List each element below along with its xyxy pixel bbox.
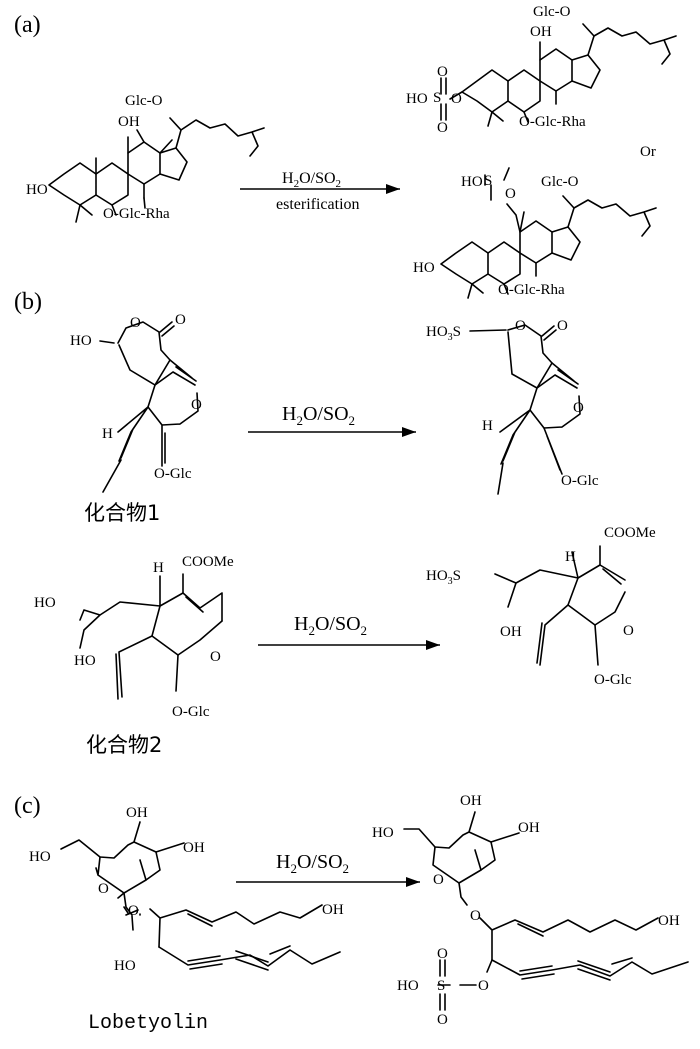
a-p2-glc-o: Glc-O — [541, 174, 579, 190]
a-p1-o-bottom: O — [437, 120, 448, 136]
p1-ho3s: HO3S — [426, 324, 461, 343]
p1-o-carbonyl: O — [557, 318, 568, 334]
compound-2-name: 化合物2 — [86, 733, 162, 757]
a-p2-o: O — [505, 186, 516, 202]
compound-1-name: 化合物1 — [84, 501, 160, 525]
prod-c-ho: HO — [372, 825, 394, 841]
a-p1-oh: OH — [530, 24, 552, 40]
a-p1-o-link: O — [451, 91, 462, 107]
c2-ho2: HO — [74, 653, 96, 669]
p2-glc: O-Glc — [594, 672, 632, 688]
lob-oh1: OH — [126, 805, 148, 821]
c2-o-pyran: O — [210, 649, 221, 665]
a-p2-ho-s: HO — [461, 174, 483, 190]
a-p1-o-top: O — [437, 64, 448, 80]
compound-2-structure — [79, 573, 223, 700]
a-start-ho: HO — [26, 182, 48, 198]
prod-c-oh1: OH — [460, 793, 482, 809]
lobetyolin-name: Lobetyolin — [88, 1012, 208, 1035]
a-p1-ho: HO — [406, 91, 428, 107]
lobetyolin-structure — [60, 821, 341, 971]
p2-coome: COOMe — [604, 525, 656, 541]
p2-h: H — [565, 549, 576, 565]
p2-o-pyran: O — [623, 623, 634, 639]
b1-arrowhead — [402, 427, 416, 437]
prod-c-s: S — [437, 978, 445, 994]
p1-glc: O-Glc — [561, 473, 599, 489]
prod-c-ho-s: HO — [397, 978, 419, 994]
a-p2-ho: HO — [413, 260, 435, 276]
b2-arrowhead — [426, 640, 440, 650]
lob-oh-chain: OH — [322, 902, 344, 918]
a-p1-s: S — [433, 90, 441, 106]
a-p1-glc-o: Glc-O — [533, 4, 571, 20]
panel-b: (b) HO O O H O O-Glc 化合物1 H2O/SO2 — [14, 289, 656, 757]
p1-o-ring: O — [515, 318, 526, 334]
c1-o-ring: O — [130, 315, 141, 331]
panel-a: (a) Glc-O OH HO O-Glc-Rha H2O/SO2 esteri… — [14, 4, 677, 299]
panel-c-label: (c) — [14, 793, 41, 819]
panel-a-label: (a) — [14, 12, 41, 38]
lob-ho-chain: HO — [114, 958, 136, 974]
product-1-structure — [469, 324, 581, 495]
c2-ho1: HO — [34, 595, 56, 611]
b2-reagent: H2O/SO2 — [294, 613, 367, 638]
c-reagent: H2O/SO2 — [276, 851, 349, 876]
p2-oh: OH — [500, 624, 522, 640]
panel-c: (c) OH OH HO O O OH HO Lobetyolin H2O/SO… — [14, 793, 689, 1035]
prod-c-oh2: OH — [518, 820, 540, 836]
a-condition: esterification — [276, 196, 360, 213]
panel-b-label: (b) — [14, 289, 42, 315]
p1-o-pyran: O — [573, 400, 584, 416]
lob-o-link: O — [128, 903, 139, 919]
prod-c-o-bottom: O — [437, 1012, 448, 1028]
c1-o-pyran: O — [191, 397, 202, 413]
a-start-oh: OH — [118, 114, 140, 130]
c2-glc: O-Glc — [172, 704, 210, 720]
lob-o-ring: O — [98, 881, 109, 897]
lob-ho: HO — [29, 849, 51, 865]
a-start-sugar: O-Glc-Rha — [103, 206, 170, 222]
panel-a-reactant — [48, 117, 265, 223]
prod-c-oh-chain: OH — [658, 913, 680, 929]
prod-c-o-link: O — [470, 908, 481, 924]
p1-h: H — [482, 418, 493, 434]
c1-o-carbonyl: O — [175, 312, 186, 328]
c1-glc: O-Glc — [154, 466, 192, 482]
c1-h: H — [102, 426, 113, 442]
a-start-glc-o: Glc-O — [125, 93, 163, 109]
c-arrowhead — [406, 877, 420, 887]
lobetyolin-product-structure — [403, 811, 689, 1011]
compound-1-structure — [99, 321, 199, 493]
product-2-structure — [494, 545, 626, 666]
lob-oh2: OH — [183, 840, 205, 856]
panel-a-product-1 — [440, 23, 677, 127]
p2-ho3s: HO3S — [426, 568, 461, 587]
a-p2-s: S — [484, 173, 492, 189]
prod-c-o-ring: O — [433, 872, 444, 888]
prod-c-o-ester: O — [478, 978, 489, 994]
c1-ho: HO — [70, 333, 92, 349]
a-or-text: Or — [640, 144, 656, 160]
a-arrowhead — [386, 184, 400, 194]
a-p1-sugar: O-Glc-Rha — [519, 114, 586, 130]
panel-a-product-2 — [440, 167, 657, 299]
a-reagent: H2O/SO2 — [282, 170, 341, 190]
a-p2-sugar: O-Glc-Rha — [498, 282, 565, 298]
prod-c-o-top: O — [437, 946, 448, 962]
c2-coome: COOMe — [182, 554, 234, 570]
c2-h: H — [153, 560, 164, 576]
b1-reagent: H2O/SO2 — [282, 403, 355, 428]
